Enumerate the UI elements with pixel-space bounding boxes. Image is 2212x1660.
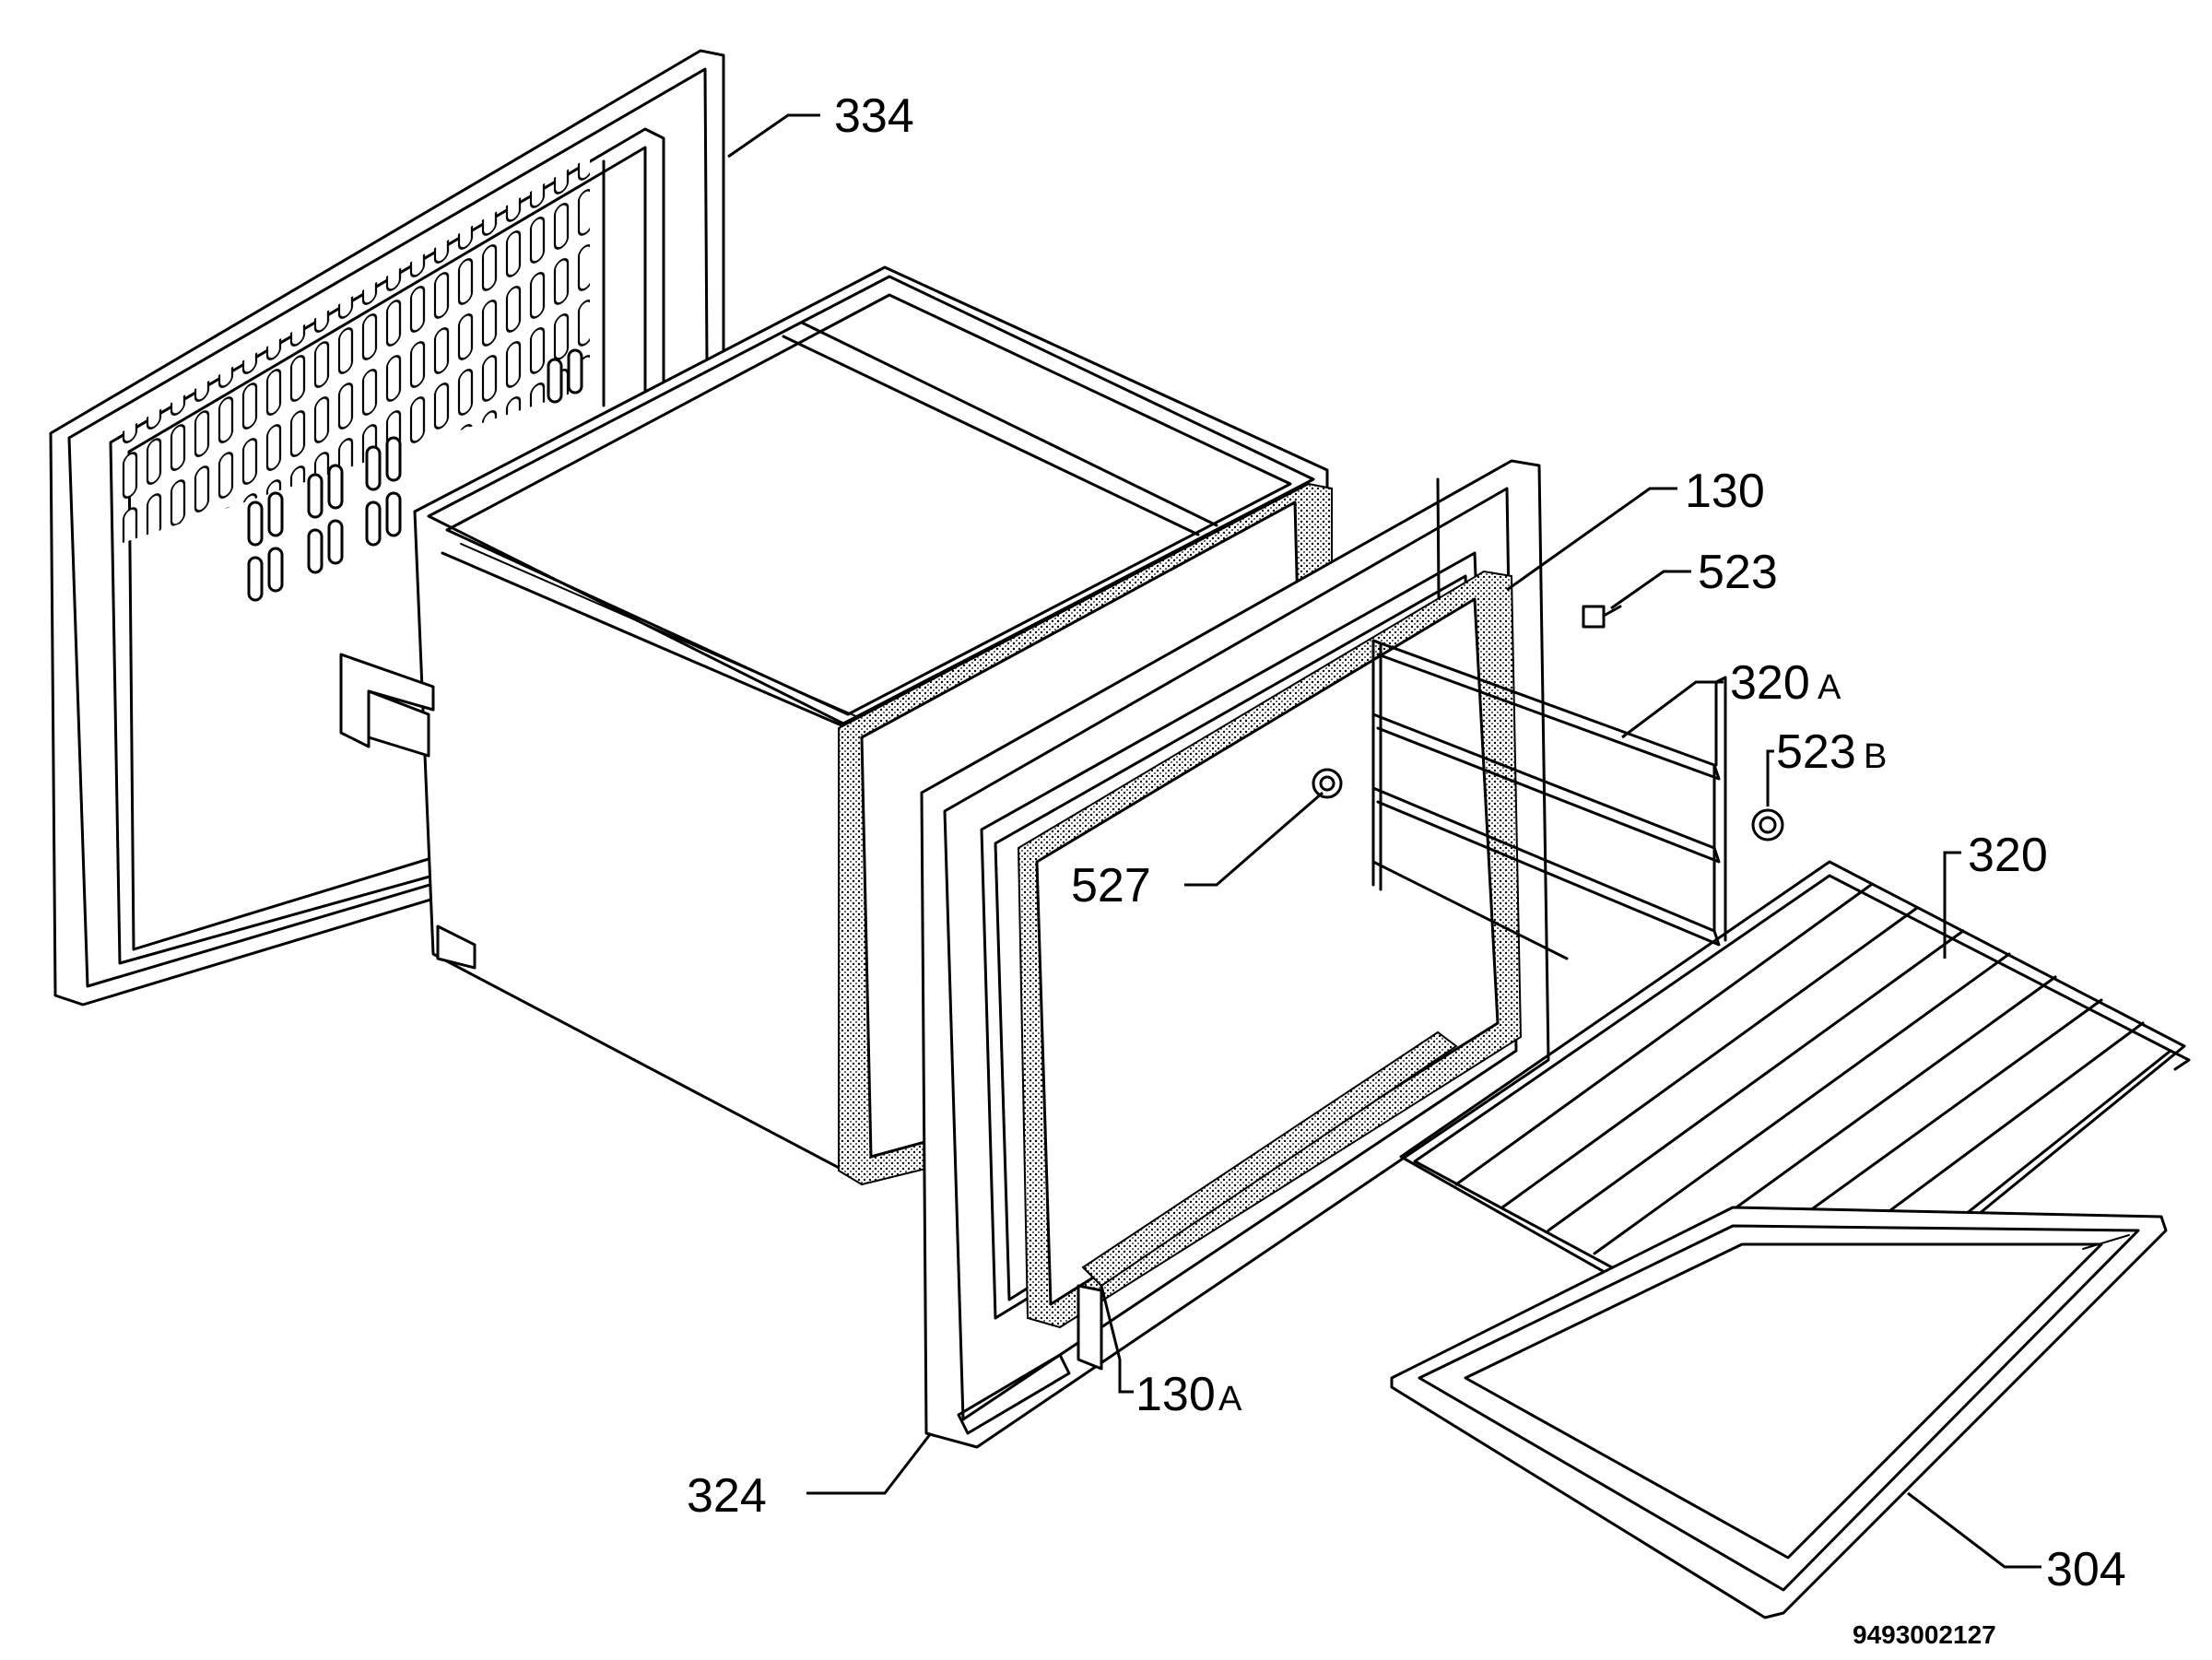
rear-panel-vent-groups xyxy=(247,348,583,602)
callout-320a: 320 xyxy=(1730,656,1810,710)
callout-523b: 523 xyxy=(1776,725,1856,779)
callout-523b-suffix: B xyxy=(1864,737,1887,776)
callout-304: 304 xyxy=(2046,1543,2126,1596)
callout-523: 523 xyxy=(1698,546,1778,599)
rear-panel-vents xyxy=(120,157,590,544)
callout-334: 334 xyxy=(834,89,914,143)
fixing-screw xyxy=(1582,605,1622,629)
lamp-cover xyxy=(1312,768,1343,799)
callout-130a: 130 xyxy=(1135,1368,1216,1421)
bushing xyxy=(1751,808,1784,842)
door-seal xyxy=(1017,570,1523,1329)
callout-130: 130 xyxy=(1685,465,1765,518)
callout-labels: 334 130 523 320 A 523 B 320 527 130 A 32… xyxy=(687,89,2126,1649)
callout-320: 320 xyxy=(1968,829,2048,882)
baking-tray xyxy=(1390,1206,2168,1619)
wire-shelf xyxy=(1399,860,2191,1384)
callout-320a-suffix: A xyxy=(1818,668,1841,707)
leader-lines xyxy=(727,113,2041,1569)
seal-strip xyxy=(1077,1030,1458,1371)
callout-324: 324 xyxy=(687,1469,767,1523)
document-code: 9493002127 xyxy=(1853,1620,1996,1649)
callout-527: 527 xyxy=(1071,859,1151,912)
callout-130a-suffix: A xyxy=(1218,1380,1242,1419)
